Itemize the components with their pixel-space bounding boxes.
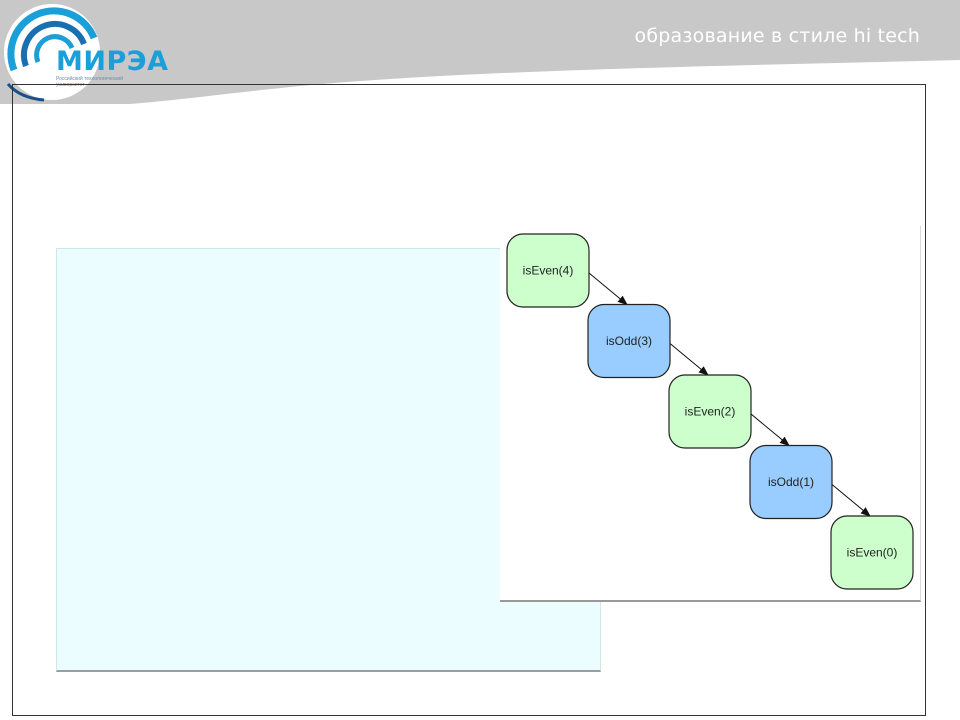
call-node-even: isEven(4) (506, 233, 590, 308)
call-arrow-1 (666, 340, 709, 376)
call-node-box (749, 444, 833, 520)
call-node-label: isEven(4) (523, 264, 574, 278)
call-arrow-3 (828, 481, 871, 517)
call-node-label: isOdd(3) (606, 334, 652, 348)
call-node-label: isEven(2) (685, 405, 736, 419)
brand-subtitle: Российский технологический университет (56, 76, 124, 88)
call-node-box (668, 374, 752, 449)
call-node-box (830, 515, 914, 590)
call-node-label: isOdd(1) (768, 475, 814, 489)
recursion-diagram: isEven(4) isOdd(3) isEven(2) isOdd(1) isEven… (506, 233, 914, 590)
call-arrow-0 (585, 270, 628, 306)
call-node-box (587, 303, 671, 379)
header-band (0, 0, 960, 104)
call-node-even: isEven(0) (830, 515, 914, 590)
brand-name: МИРЭА (56, 46, 169, 77)
call-arrow-2 (747, 411, 790, 447)
recursion-diagram-panel: isEven(4) isOdd(3) isEven(2) isOdd(1) isEven… (500, 226, 921, 602)
mirea-logo-icon (4, 4, 100, 102)
call-node-odd: isOdd(3) (587, 303, 671, 379)
call-node-even: isEven(2) (668, 374, 752, 449)
header-tagline: образование в стиле hi tech (634, 25, 920, 47)
call-node-box (506, 233, 590, 308)
slide-frame (12, 84, 926, 716)
call-node-label: isEven(0) (847, 546, 898, 560)
call-node-odd: isOdd(1) (749, 444, 833, 520)
